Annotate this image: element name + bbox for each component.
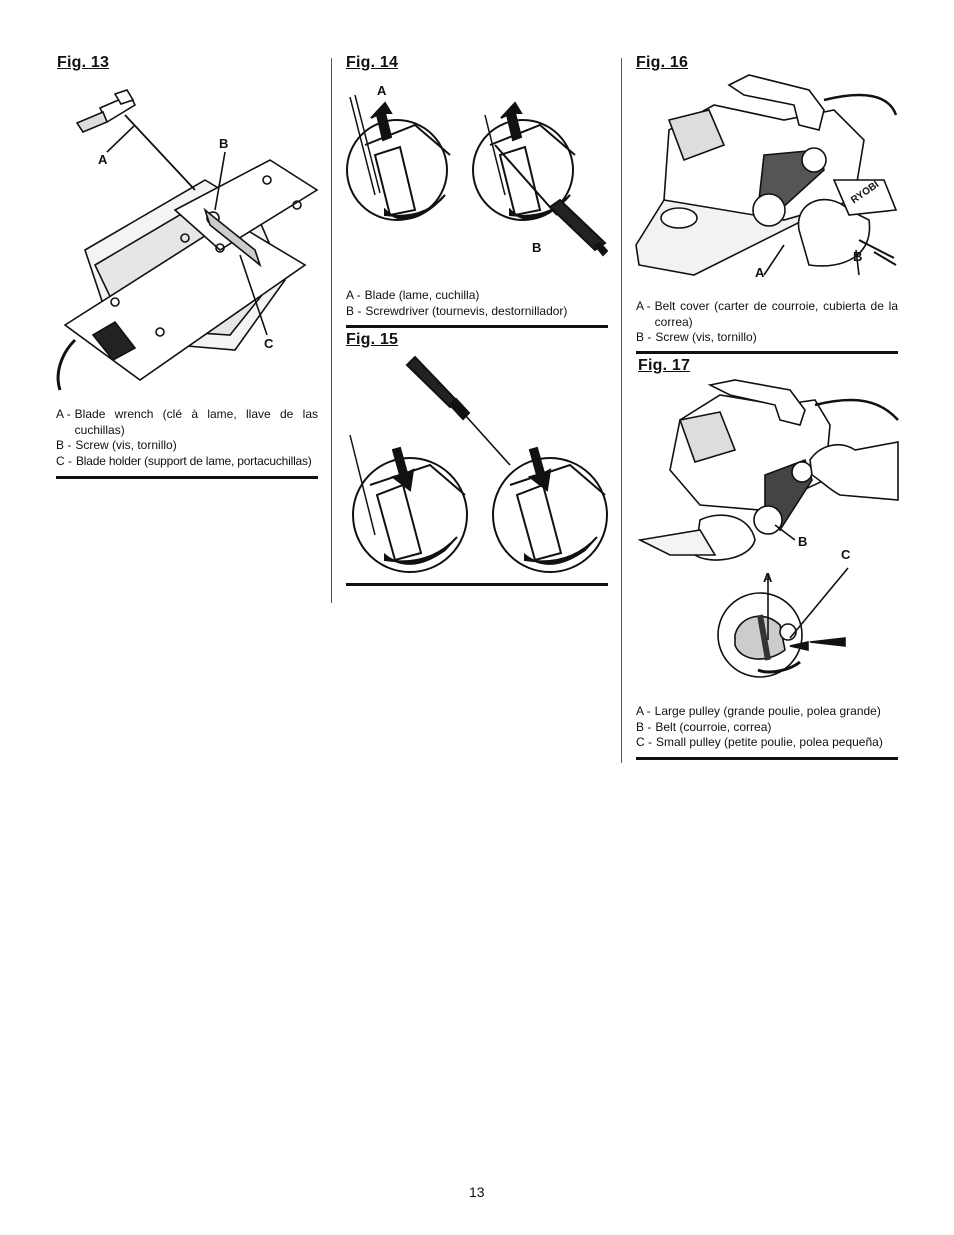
legend-row: B - Screw (vis, tornillo)	[636, 330, 898, 346]
fig14-callout-b: B	[532, 240, 542, 255]
legend-key: B -	[636, 719, 652, 734]
fig14-illustration	[346, 94, 609, 257]
legend-text: Belt (courroie, correa)	[655, 719, 772, 734]
legend-text: Small pulley (petite poulie, polea peque…	[656, 735, 883, 749]
legend-key: B -	[346, 303, 362, 318]
fig16-callout-a: A	[755, 265, 765, 280]
legend-key: A -	[636, 704, 651, 718]
fig17-callout-b: B	[798, 534, 808, 549]
legend-text: Blade holder (support de lame, portacuch…	[76, 453, 312, 468]
fig17-illustration	[637, 379, 899, 678]
fig13-illustration	[56, 89, 319, 391]
fig13-rule	[56, 476, 318, 479]
legend-text: Screw (vis, tornillo)	[75, 438, 177, 452]
fig14-callout-a: A	[377, 83, 387, 98]
legend-text: Blade (lame, cuchilla)	[364, 288, 480, 302]
legend-row: A - Belt cover (carter de courroie, cubi…	[636, 299, 898, 330]
fig15-rule	[346, 583, 608, 586]
fig17-title: Fig. 17	[638, 357, 691, 374]
fig13-title: Fig. 13	[57, 54, 110, 71]
legend-row: B - Belt (courroie, correa)	[636, 720, 898, 736]
fig16-illustration: RYOBI	[635, 74, 898, 276]
fig13-callout-c: C	[264, 336, 274, 351]
fig16-callout-b: B	[853, 249, 863, 264]
fig14-rule	[346, 325, 608, 328]
legend-key: A -	[56, 407, 71, 421]
fig13-callout-b: B	[219, 136, 229, 151]
legend-row: A - Blade (lame, cuchilla)	[346, 288, 608, 304]
fig13-legend: A - Blade wrench (clé à lame, llave de l…	[56, 407, 318, 469]
column-divider-right	[621, 58, 622, 763]
fig15-title: Fig. 15	[346, 331, 399, 348]
fig16-rule	[636, 351, 898, 354]
legend-row: C - Blade holder (support de lame, porta…	[56, 454, 318, 470]
legend-text: Screw (vis, tornillo)	[655, 330, 757, 344]
legend-row: B - Screwdriver (tournevis, destornillad…	[346, 304, 608, 320]
legend-text: Blade wrench (clé à lame, llave de las c…	[74, 407, 318, 437]
legend-key: A -	[636, 299, 651, 313]
legend-key: B -	[56, 438, 72, 452]
legend-row: C - Small pulley (petite poulie, polea p…	[636, 735, 898, 751]
fig15-illustration	[349, 355, 608, 573]
fig14-legend: A - Blade (lame, cuchilla) B - Screwdriv…	[346, 288, 608, 319]
legend-text: Belt cover (carter de courroie, cubierta…	[654, 299, 898, 329]
legend-text: Screwdriver (tournevis, destornillador)	[365, 303, 568, 318]
legend-row: B - Screw (vis, tornillo)	[56, 438, 318, 454]
fig17-callout-c: C	[841, 547, 851, 562]
legend-row: A - Large pulley (grande poulie, polea g…	[636, 704, 898, 720]
fig16-legend: A - Belt cover (carter de courroie, cubi…	[636, 299, 898, 346]
legend-text: Large pulley (grande poulie, polea grand…	[654, 704, 881, 718]
fig16-title: Fig. 16	[636, 54, 689, 71]
page-number: 13	[469, 1184, 485, 1200]
column-divider-left	[331, 58, 332, 603]
fig14-title: Fig. 14	[346, 54, 399, 71]
legend-key: A -	[346, 288, 361, 302]
fig17-rule	[636, 757, 898, 760]
legend-key: C -	[636, 735, 652, 749]
legend-row: A - Blade wrench (clé à lame, llave de l…	[56, 407, 318, 438]
fig17-legend: A - Large pulley (grande poulie, polea g…	[636, 704, 898, 751]
fig17-callout-a: A	[763, 570, 773, 585]
legend-key: C -	[56, 453, 72, 468]
fig13-callout-a: A	[98, 152, 108, 167]
legend-key: B -	[636, 330, 652, 344]
